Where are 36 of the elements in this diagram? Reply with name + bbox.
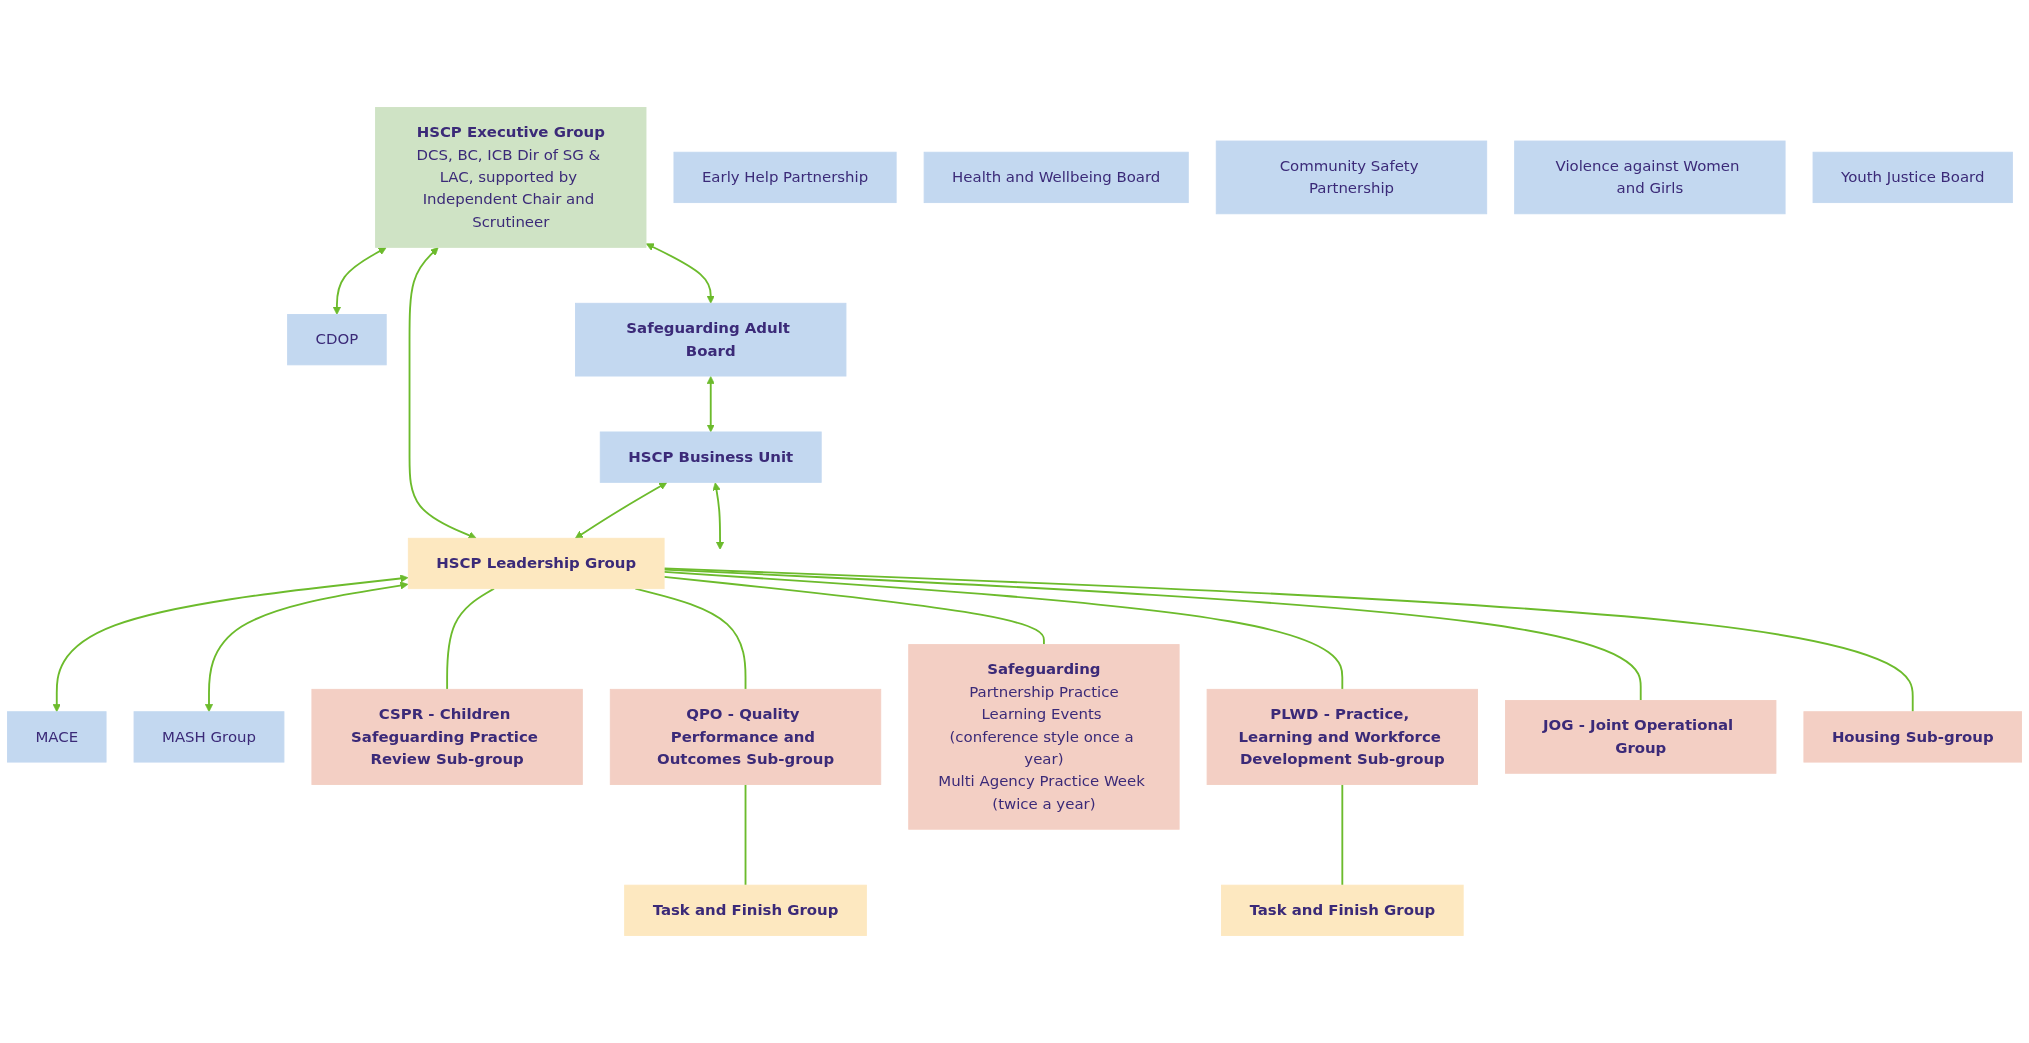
connector (663, 570, 1344, 691)
node-box: CSPR - Children Safeguarding Practice Review Sub-group (311, 688, 583, 785)
node-box: CDOP (287, 314, 387, 366)
node-box: Task and Finish Group (1221, 884, 1464, 936)
connector (634, 587, 747, 691)
connector (663, 575, 1045, 646)
connector (744, 783, 747, 887)
node-box: Health and Wellbeing Board (923, 151, 1189, 204)
connector (663, 568, 1642, 702)
node-box: Violence against Women and Girls (1514, 140, 1786, 215)
arrow (408, 247, 477, 540)
node-box: Safeguarding Partnership Practice Learning Events (conference style once a year) Multi Agency Practice Week (twice a year) (908, 644, 1180, 830)
arrow (645, 243, 715, 304)
node-box: Housing Sub-group (1803, 711, 2022, 763)
node-box: Task and Finish Group (624, 884, 867, 936)
connector (1341, 783, 1344, 887)
node-box: QPO - Quality Performance and Outcomes Sub-group (609, 688, 882, 785)
connector (663, 567, 1914, 713)
arrow (575, 482, 668, 539)
node-box: Youth Justice Board (1812, 151, 2013, 204)
node-box: JOG - Joint Operational Group (1505, 700, 1777, 774)
arrow (52, 574, 409, 713)
arrow (204, 581, 409, 713)
node-box: Early Help Partnership (673, 151, 897, 204)
node-box: HSCP Business Unit (599, 431, 822, 483)
node-box: Community Safety Partnership (1215, 140, 1488, 215)
node-box: PLWD - Practice, Learning and Workforce Development Sub-group (1206, 688, 1478, 785)
arrow (706, 376, 715, 433)
connector (446, 587, 495, 691)
arrow (332, 247, 387, 315)
node-box: MACE (7, 711, 107, 763)
node-box: HSCP Executive Group DCS, BC, ICB Dir of SG & LAC, supported by Independent Chair and Scrutineer (375, 107, 647, 248)
node-box: MASH Group (133, 711, 285, 763)
node-box: HSCP Leadership Group (407, 537, 665, 590)
node-box: Safeguarding Adult Board (575, 302, 847, 377)
arrow (712, 482, 725, 550)
